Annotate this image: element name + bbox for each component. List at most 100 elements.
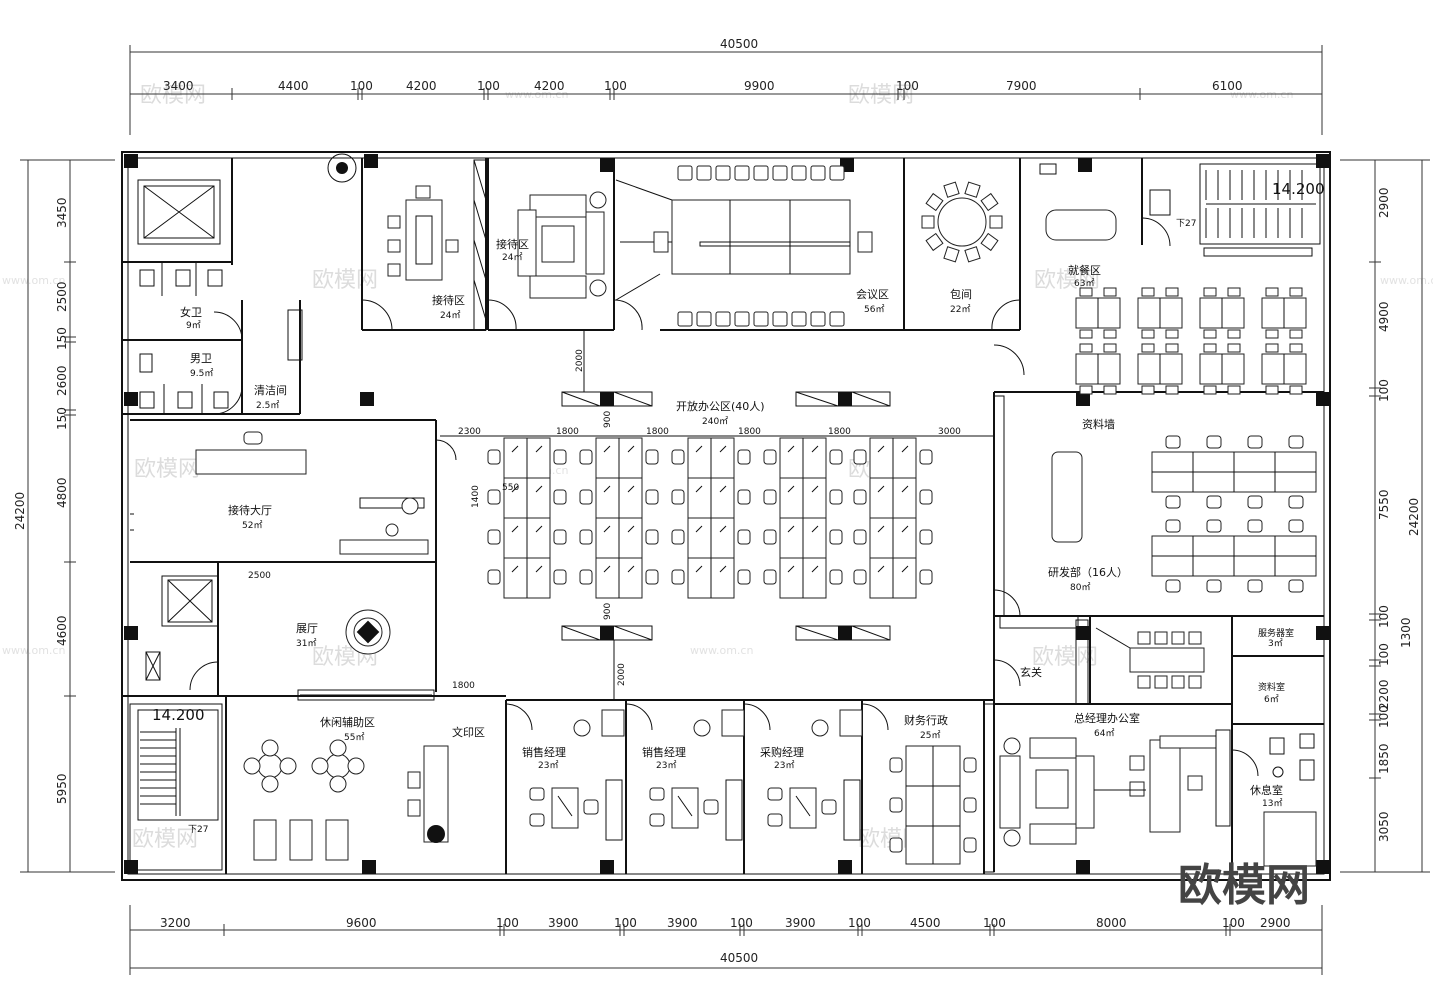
chair-icon bbox=[261, 775, 279, 793]
chair-icon bbox=[1188, 675, 1202, 689]
chair-icon bbox=[1227, 343, 1241, 353]
room-area: 2.5㎡ bbox=[256, 400, 279, 411]
inner-dim: 1800 bbox=[738, 427, 761, 437]
chair-icon bbox=[1265, 287, 1279, 297]
dim-top: 9900 bbox=[744, 79, 775, 93]
chair-icon bbox=[649, 787, 665, 801]
dim-bottom: 3900 bbox=[785, 916, 816, 930]
chair-icon bbox=[579, 489, 593, 505]
chair-icon bbox=[853, 489, 867, 505]
chair-icon bbox=[347, 757, 365, 775]
dim-top: 100 bbox=[604, 79, 627, 93]
chair-icon bbox=[1265, 343, 1279, 353]
chair-icon bbox=[329, 775, 347, 793]
chair-icon bbox=[1288, 579, 1304, 593]
dim-left: 4600 bbox=[55, 615, 69, 646]
chair-icon bbox=[1103, 287, 1117, 297]
dim-right: 7550 bbox=[1377, 489, 1391, 520]
inner-dimensions: 2300 1800 1800 1800 1800 3000 900 900 55… bbox=[248, 349, 961, 691]
chair-icon bbox=[653, 231, 669, 253]
room-name: 展厅 bbox=[296, 622, 318, 635]
room-name: 包间 bbox=[950, 288, 972, 301]
chair-icon bbox=[1165, 495, 1181, 509]
dimension-lines bbox=[20, 45, 1430, 975]
dim-left: 2500 bbox=[55, 281, 69, 312]
dim-left: 4800 bbox=[55, 477, 69, 508]
dim-right: 4900 bbox=[1377, 301, 1391, 332]
watermark-text: 欧模网 bbox=[140, 83, 206, 108]
chair-icon bbox=[1203, 329, 1217, 339]
dim-bottom: 4500 bbox=[910, 916, 941, 930]
chair-icon bbox=[1141, 329, 1155, 339]
chair-icon bbox=[1165, 329, 1179, 339]
chair-icon bbox=[1103, 343, 1117, 353]
plan-mark bbox=[695, 485, 727, 493]
watermark-url: www.om.cn bbox=[690, 644, 753, 657]
inner-dim: 3000 bbox=[938, 427, 961, 437]
dim-right: 1300 bbox=[1399, 617, 1413, 648]
plant-icon bbox=[573, 719, 591, 737]
dim-right-total: 24200 bbox=[1407, 498, 1421, 536]
dim-left: 2600 bbox=[55, 365, 69, 396]
plan-mark bbox=[787, 485, 819, 493]
plan-mark bbox=[695, 445, 727, 453]
dim-right: 1850 bbox=[1377, 743, 1391, 774]
plan-mark bbox=[557, 795, 573, 817]
plan-mark bbox=[877, 445, 909, 453]
dim-left: 150 bbox=[55, 327, 69, 350]
chair-icon bbox=[829, 489, 843, 505]
level-mark: 14.200 bbox=[152, 706, 205, 724]
chair-icon bbox=[734, 165, 750, 181]
chair-icon bbox=[734, 311, 750, 327]
watermark-url: www.om.cn bbox=[2, 274, 65, 287]
rnd-furniture bbox=[1051, 435, 1317, 593]
chair-icon bbox=[1247, 519, 1263, 533]
chair-icon bbox=[579, 569, 593, 585]
dim-bottom: 100 bbox=[848, 916, 871, 930]
watermark-url: www.om.cn bbox=[1380, 274, 1433, 287]
chair-icon bbox=[1079, 287, 1093, 297]
dim-bottom: 100 bbox=[1222, 916, 1245, 930]
chair-icon bbox=[763, 529, 777, 545]
chair-icon bbox=[753, 311, 769, 327]
room-name: 文印区 bbox=[452, 725, 485, 739]
watermark-text: 欧模网 bbox=[1032, 645, 1098, 670]
chair-icon bbox=[791, 165, 807, 181]
plant-icon bbox=[327, 153, 357, 183]
bookshelf bbox=[725, 779, 743, 841]
chair-icon bbox=[645, 449, 659, 465]
dim-top: 4400 bbox=[278, 79, 309, 93]
chair-icon bbox=[645, 489, 659, 505]
chair-icon bbox=[1206, 495, 1222, 509]
room-name: 财务行政 bbox=[904, 713, 948, 727]
toilet-fixtures bbox=[139, 262, 303, 414]
beam-markers bbox=[440, 330, 994, 700]
cabinet bbox=[601, 709, 625, 737]
chair-icon bbox=[829, 529, 843, 545]
cabinet bbox=[839, 709, 863, 737]
chair-icon bbox=[1203, 343, 1217, 353]
room-name: 女卫 bbox=[180, 305, 202, 319]
chair-icon bbox=[1227, 385, 1241, 395]
chair-icon bbox=[1165, 287, 1179, 297]
chair-icon bbox=[583, 799, 599, 815]
bookshelf bbox=[605, 779, 623, 841]
chair-icon bbox=[889, 757, 903, 773]
chair-icon bbox=[1227, 287, 1241, 297]
dim-right: 100 bbox=[1377, 705, 1391, 728]
chair-icon bbox=[810, 165, 826, 181]
chair-icon bbox=[487, 529, 501, 545]
chair-icon bbox=[487, 449, 501, 465]
cabinet bbox=[721, 709, 745, 737]
room-name: 销售经理 bbox=[522, 745, 566, 759]
chair-icon bbox=[703, 799, 719, 815]
room-name: 会议区 bbox=[856, 288, 889, 301]
chair-icon bbox=[1137, 675, 1151, 689]
chair-icon bbox=[943, 246, 960, 263]
gm-office-furniture bbox=[999, 729, 1231, 847]
chair-icon bbox=[1171, 675, 1185, 689]
chair-icon bbox=[919, 449, 933, 465]
room-name: 清洁间 bbox=[254, 384, 287, 397]
dim-bottom: 3200 bbox=[160, 916, 191, 930]
dim-top: 7900 bbox=[1006, 79, 1037, 93]
